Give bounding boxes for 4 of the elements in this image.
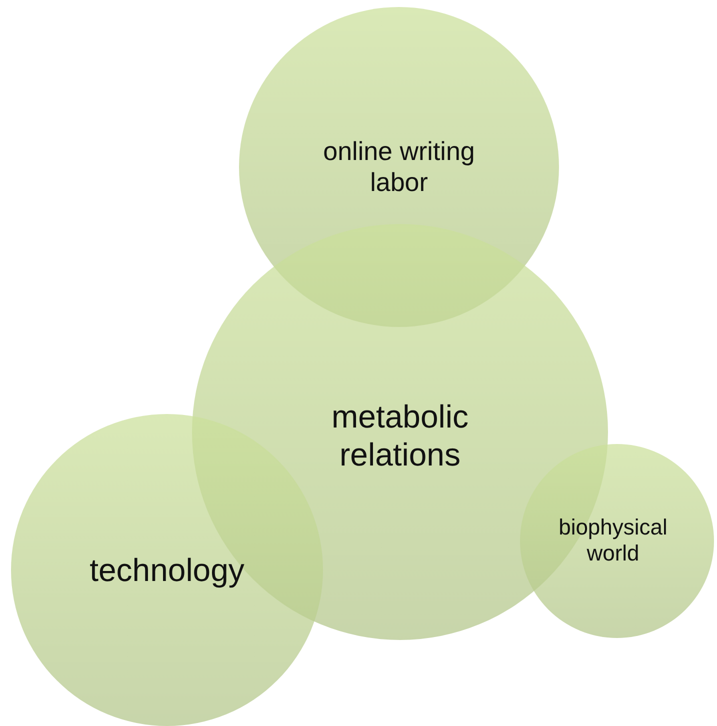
circle-label: metabolic relations (330, 398, 470, 474)
circle-label: technology (88, 550, 246, 590)
circle-label: online writing labor (322, 136, 476, 198)
circle-label: biophysical world (558, 514, 668, 568)
